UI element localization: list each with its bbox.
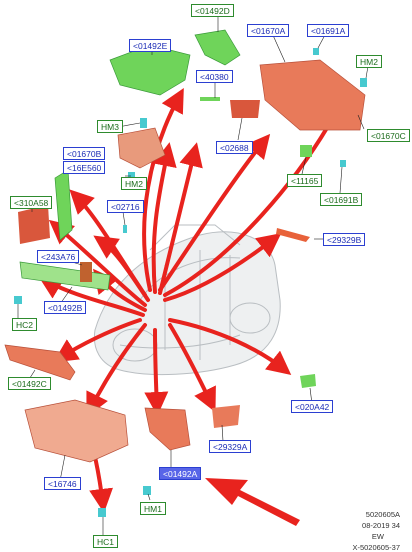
callout-16746[interactable]: <16746 [44,477,81,490]
callout-01670B[interactable]: <01670B [63,147,106,160]
part-bracket-orange-right [212,405,240,428]
callout-020A42[interactable]: <020A42 [291,400,334,413]
part-pillar-orange-lower [144,407,191,451]
callout-02716[interactable]: <02716 [107,200,144,213]
part-underbody-shield [24,399,129,463]
part-rail-green-left [19,261,111,291]
footer-date: 08-2019 34 [362,521,400,530]
callout-HM3[interactable]: HM3 [97,120,123,133]
part-strip-orange-right [276,228,310,242]
callout-01670A[interactable]: <01670A [247,24,290,37]
footer-code: 5020605A [365,510,400,519]
callout-01492C[interactable]: <01492C [8,377,51,390]
callout-243A76[interactable]: <243A76 [37,250,80,263]
callout-01691B[interactable]: <01691B [320,193,363,206]
part-bracket-orange-small [230,100,260,118]
callout-01691A[interactable]: <01691A [307,24,350,37]
callout-29329A[interactable]: <29329A [209,440,252,453]
callout-01492E[interactable]: <01492E [129,39,172,52]
indicator-arrows [38,87,344,513]
part-crossmember-orange [259,59,366,131]
callout-01492A-highlighted[interactable]: <01492A [159,467,202,480]
callout-HM2-top[interactable]: HM2 [356,55,382,68]
callout-16E560[interactable]: <16E560 [63,161,106,174]
part-pad-orange-left [18,205,50,244]
part-shield-orange-mid [117,127,166,169]
callout-HM2-mid[interactable]: HM2 [121,177,147,190]
part-clip-green-right [300,374,316,388]
callout-29329B[interactable]: <29329B [323,233,366,246]
footer-ref: X-5020605-37 [352,543,400,552]
part-clips-cyan [14,48,367,517]
callout-HM1[interactable]: HM1 [140,502,166,515]
footer-initials: EW [371,532,384,541]
callout-40380[interactable]: <40380 [196,70,233,83]
callout-02688[interactable]: <02688 [216,141,253,154]
callout-01670C[interactable]: <01670C [367,129,410,142]
callout-HC1[interactable]: HC1 [93,535,119,548]
part-block-brown [80,262,92,282]
callout-HC2[interactable]: HC2 [12,318,38,331]
highlight-pointer-arrow [205,478,300,526]
callout-11165[interactable]: <11165 [287,174,323,187]
callout-01492D[interactable]: <01492D [191,4,234,17]
callout-310A58[interactable]: <310A58 [10,196,53,209]
part-rail-orange-lower [4,344,76,381]
callout-01492B[interactable]: <01492B [44,301,87,314]
part-bracket-green-top [194,29,241,66]
